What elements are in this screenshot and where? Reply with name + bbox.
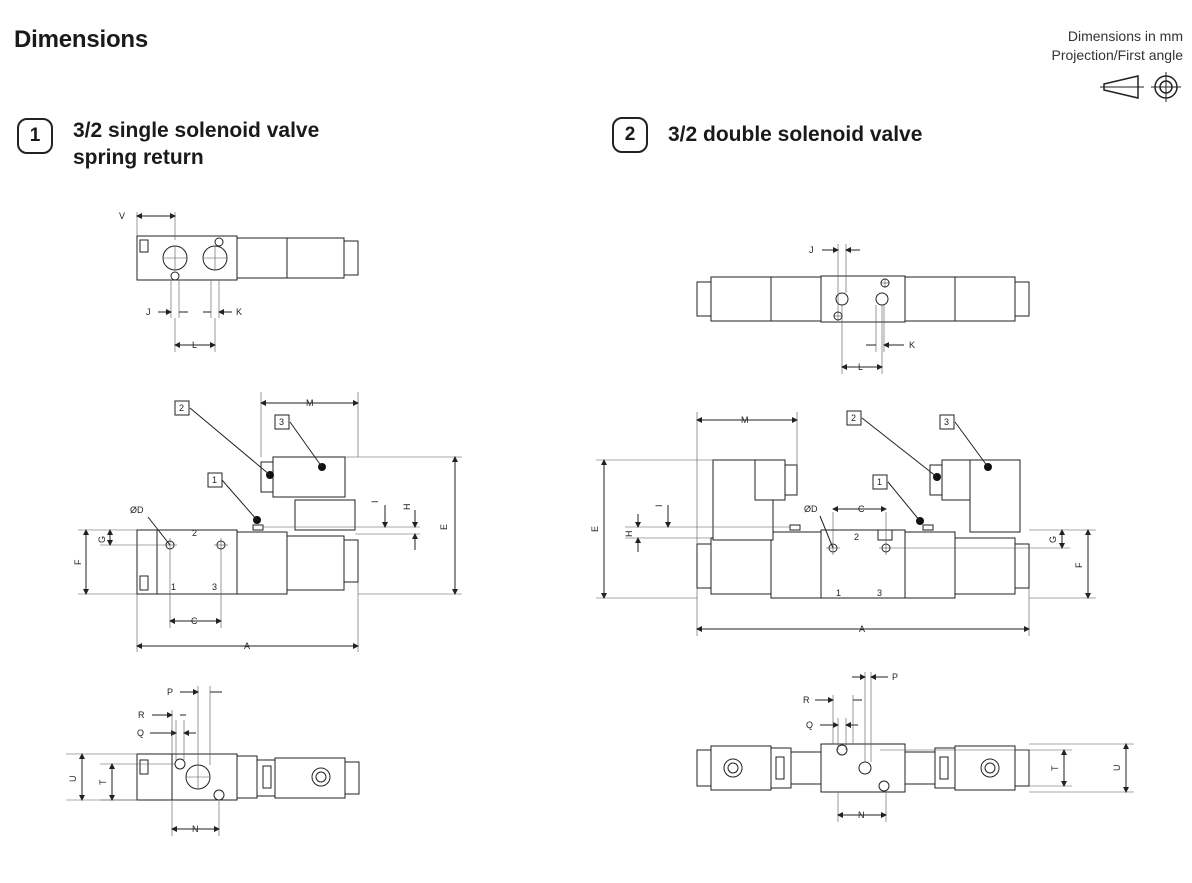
dim-label-h-2: H [624, 531, 634, 538]
double-valve-bottom-view: Q R P N T U [696, 672, 1134, 822]
dim-label-f-2: F [1074, 562, 1084, 568]
dim-label-m-2: M [741, 415, 749, 425]
dim-label-g: G [97, 536, 107, 543]
double-valve-front-view: 2 1 3 2 3 1 ØD C M E I H G F [590, 410, 1096, 636]
dim-label-c-2: C [858, 504, 865, 514]
dim-label-u: U [68, 776, 78, 783]
dim-label-u-2: U [1112, 765, 1122, 772]
section-1-number: 1 [17, 118, 53, 154]
projection-line: Projection/First angle [1051, 47, 1183, 63]
dim-label-j-2: J [809, 245, 814, 255]
dim-label-d-2: ØD [804, 504, 818, 514]
section-1-title: 3/2 single solenoid valve spring return [73, 117, 319, 171]
callout-1-label-b: 1 [877, 477, 882, 487]
dim-label-i-2: I [654, 504, 664, 507]
dim-label-m: M [306, 398, 314, 408]
section-1-title-line2: spring return [73, 146, 204, 169]
dim-label-e: E [439, 524, 449, 530]
first-angle-projection-icon [1100, 72, 1181, 102]
port-label-2-b: 2 [854, 532, 859, 542]
dim-label-v: V [119, 211, 125, 221]
dim-label-n: N [192, 824, 199, 834]
dim-label-k-2: K [909, 340, 915, 350]
callout-2-label: 2 [179, 403, 184, 413]
dim-label-p: P [167, 687, 173, 697]
dim-label-l-2: L [858, 362, 863, 372]
section-2-title: 3/2 double solenoid valve [668, 123, 923, 146]
dim-label-j: J [146, 307, 151, 317]
dim-label-i: I [370, 500, 380, 503]
units-note: Dimensions in mm Projection/First angle [1051, 27, 1183, 65]
callout-2-label-b: 2 [851, 413, 856, 423]
dim-label-t-2: T [1050, 765, 1060, 771]
dim-label-n-2: N [858, 810, 865, 820]
dim-label-d: ØD [130, 505, 144, 515]
dim-label-g-2: G [1048, 536, 1058, 543]
dim-label-q-2: Q [806, 720, 813, 730]
dim-label-r-2: R [803, 695, 810, 705]
dim-label-k: K [236, 307, 242, 317]
dim-label-f: F [73, 559, 83, 565]
dim-label-e-2: E [590, 526, 600, 532]
single-valve-front-view: 2 1 3 2 3 1 ØD M E I H F G C [73, 392, 462, 652]
callout-1-label: 1 [212, 475, 217, 485]
dim-label-t: T [98, 779, 108, 785]
single-valve-top-view: V J K L [119, 211, 359, 352]
units-line: Dimensions in mm [1067, 28, 1183, 44]
dim-label-r: R [138, 710, 145, 720]
double-valve-top-view: J K L [696, 244, 1030, 374]
callout-3-label: 3 [279, 417, 284, 427]
dim-label-q: Q [137, 728, 144, 738]
page-title: Dimensions [14, 26, 149, 53]
dim-label-p-2: P [892, 672, 898, 682]
dim-label-h: H [402, 504, 412, 511]
port-label-1: 1 [171, 582, 176, 592]
section-1-title-line1: 3/2 single solenoid valve [73, 119, 320, 142]
section-2-number: 2 [612, 117, 648, 153]
port-label-3-b: 3 [877, 588, 882, 598]
dim-label-a-2: A [859, 624, 865, 634]
dim-label-l: L [192, 340, 197, 350]
port-label-3: 3 [212, 582, 217, 592]
dim-label-a: A [244, 641, 250, 651]
dim-label-c: C [191, 616, 198, 626]
port-label-2: 2 [192, 528, 197, 538]
port-label-1-b: 1 [836, 588, 841, 598]
callout-3-label-b: 3 [944, 417, 949, 427]
single-valve-bottom-view: Q R P N U T [66, 686, 360, 836]
